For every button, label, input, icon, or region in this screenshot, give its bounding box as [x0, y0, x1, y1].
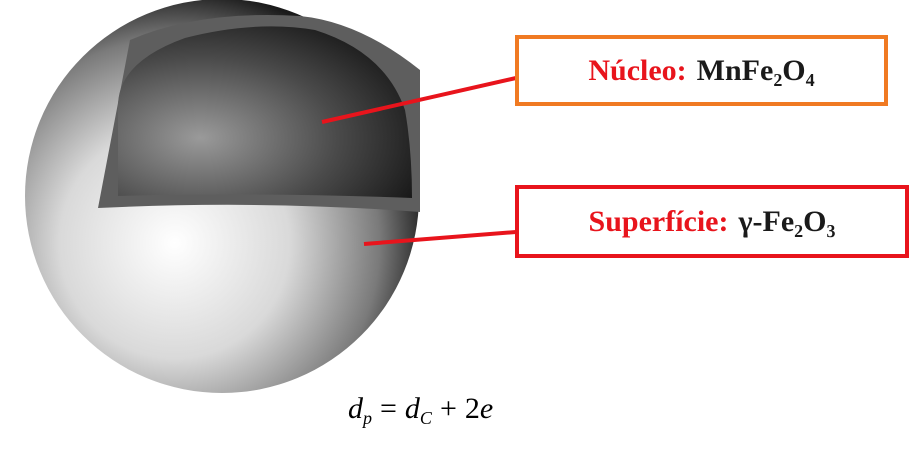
eq-sub-c: C [419, 408, 432, 428]
core-hemisphere [118, 26, 412, 198]
eq-d1: d [348, 392, 363, 425]
eq-d2: d [404, 392, 420, 425]
core-pointer-line [321, 76, 517, 124]
core-label-box: Núcleo: MnFe₂O₄ [515, 35, 888, 106]
eq-equals: = [380, 392, 397, 425]
surface-label-title: Superfície: [588, 204, 729, 238]
core-label-formula: MnFe₂O₄ [696, 53, 815, 87]
surface-pointer-line [363, 230, 517, 246]
surface-label-box: Superfície: γ-Fe₂O₃ [515, 185, 909, 258]
core-label-title: Núcleo: [588, 53, 687, 87]
diameter-equation: dp=dC+2e [348, 392, 548, 429]
surface-label-formula: γ-Fe₂O₃ [738, 204, 836, 238]
eq-sub-p: p [363, 408, 372, 428]
eq-coef: 2 [464, 392, 480, 425]
eq-e: e [479, 392, 494, 425]
eq-plus: + [439, 392, 457, 425]
